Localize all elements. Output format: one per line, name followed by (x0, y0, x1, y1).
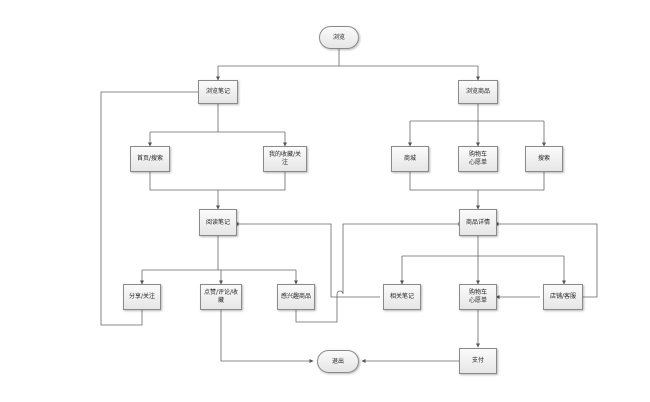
my-collect-node: 我的收藏/关 注 (263, 146, 307, 172)
share-follow-node: 分享/关注 (123, 284, 161, 310)
shop-service-node: 店铺/客服 (543, 284, 583, 310)
edge-like-exit (220, 310, 314, 363)
edge-interest-detail (295, 222, 463, 323)
exit-node: 退出 (317, 350, 359, 373)
edge-shop-detail (494, 222, 598, 298)
edge-share-back (100, 90, 204, 326)
cart-wishlist-2-node: 购物车 心愿单 (459, 284, 497, 310)
browse-goods-node: 浏览商品 (458, 80, 498, 104)
browse-notes-node: 浏览笔记 (198, 80, 238, 104)
interest-goods-node: 感兴趣商品 (277, 284, 315, 310)
related-notes-node: 相关笔记 (383, 284, 421, 310)
home-search-node: 首页/搜索 (130, 146, 170, 172)
start-node: 浏览 (319, 26, 359, 49)
pay-node: 支付 (459, 348, 497, 374)
edge-merge-goods (409, 172, 545, 191)
like-comment-node: 点赞/评论/收 藏 (200, 284, 242, 310)
cart-wishlist-node: 购物车 心愿单 (458, 146, 498, 172)
mall-node: 商城 (391, 146, 429, 172)
goods-detail-node: 商品详情 (459, 209, 497, 236)
search-node: 搜索 (525, 146, 563, 172)
edge-merge-notes (149, 172, 286, 191)
edge-related-read (234, 222, 380, 298)
read-note-node: 阅读笔记 (199, 209, 237, 236)
